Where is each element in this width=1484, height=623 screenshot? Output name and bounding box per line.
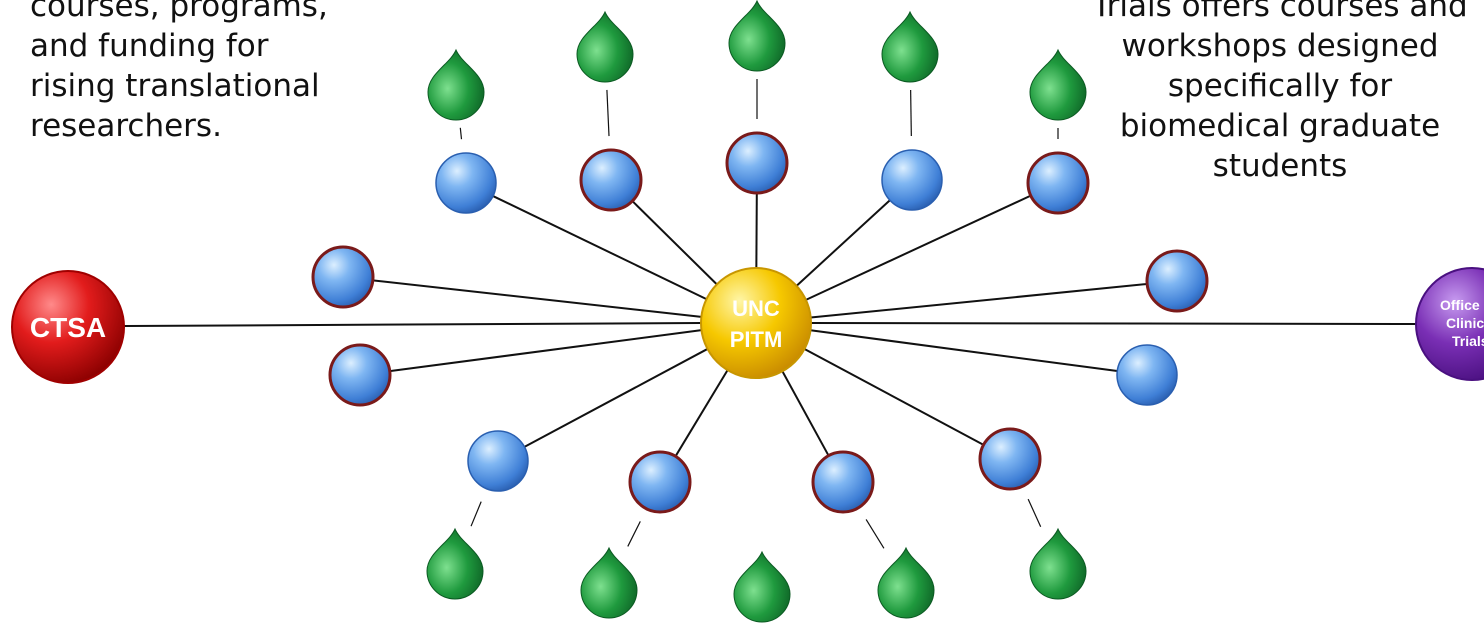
green-drop-3: [728, 0, 786, 72]
blue-node-12: [811, 450, 875, 514]
hub-label-line1: UNC: [732, 296, 780, 321]
blue-node-9: [1116, 344, 1178, 406]
connector-line-1: [492, 195, 707, 300]
connector-lines: [123, 79, 1417, 549]
blue-node-11: [628, 450, 692, 514]
connector-line-8: [389, 329, 702, 373]
blue-node-7: [1145, 249, 1209, 313]
leaf-connector-line-13: [1027, 498, 1042, 527]
connector-line-7: [810, 282, 1148, 319]
blue-node-2: [579, 148, 643, 212]
green-drop-7: [580, 546, 638, 619]
leaf-drops: [426, 0, 1087, 623]
leaf-connector-line-1: [459, 127, 463, 140]
blue-nodes: [311, 131, 1209, 514]
green-drop-6: [426, 527, 484, 600]
ctsa-label: CTSA: [30, 312, 106, 343]
leaf-connector-line-2: [606, 89, 610, 137]
blue-node-4: [881, 149, 943, 211]
hub-node: UNC PITM: [700, 267, 812, 379]
connector-line-5: [805, 194, 1032, 301]
ctsa-node: CTSA: [11, 270, 125, 384]
leaf-connector-line-11: [627, 521, 641, 547]
connector-line-11: [674, 369, 729, 457]
leaf-connector-line-4: [910, 89, 912, 137]
connector-line-9: [810, 329, 1118, 373]
connector-line-12: [781, 370, 830, 457]
right-description-text: Trials offers courses and workshops desi…: [1092, 0, 1468, 184]
leaf-connector-line-10: [470, 501, 482, 527]
left-description-text: courses, programs, and funding for risin…: [30, 0, 328, 144]
green-drop-4: [881, 10, 939, 83]
blue-node-8: [328, 343, 392, 407]
connector-line-4: [795, 199, 891, 287]
connector-line-ctsa: [123, 322, 702, 327]
blue-node-13: [978, 427, 1042, 491]
blue-node-10: [467, 430, 529, 492]
leaf-connector-line-12: [865, 519, 885, 549]
office-label-line1: Office of: [1440, 297, 1484, 313]
green-drop-5: [1029, 48, 1087, 121]
green-drop-10: [1029, 527, 1087, 600]
blue-node-3: [725, 131, 789, 195]
connector-line-2: [631, 200, 718, 286]
blue-node-1: [435, 152, 497, 214]
blue-node-5: [1026, 151, 1090, 215]
connector-line-10: [523, 348, 708, 448]
office-of-clinical-trials-node: Office of Clinical Trials: [1415, 267, 1484, 381]
connector-line-13: [804, 348, 985, 446]
connector-line-office: [810, 322, 1417, 325]
blue-node-6: [311, 245, 375, 309]
green-drop-8: [733, 550, 791, 623]
green-drop-1: [427, 48, 485, 121]
green-drop-2: [576, 10, 634, 83]
connector-line-6: [372, 279, 702, 318]
green-drop-9: [877, 546, 935, 619]
office-label-line3: Trials: [1452, 333, 1484, 349]
hub-label-line2: PITM: [730, 327, 783, 352]
office-label-line2: Clinical: [1446, 315, 1484, 331]
